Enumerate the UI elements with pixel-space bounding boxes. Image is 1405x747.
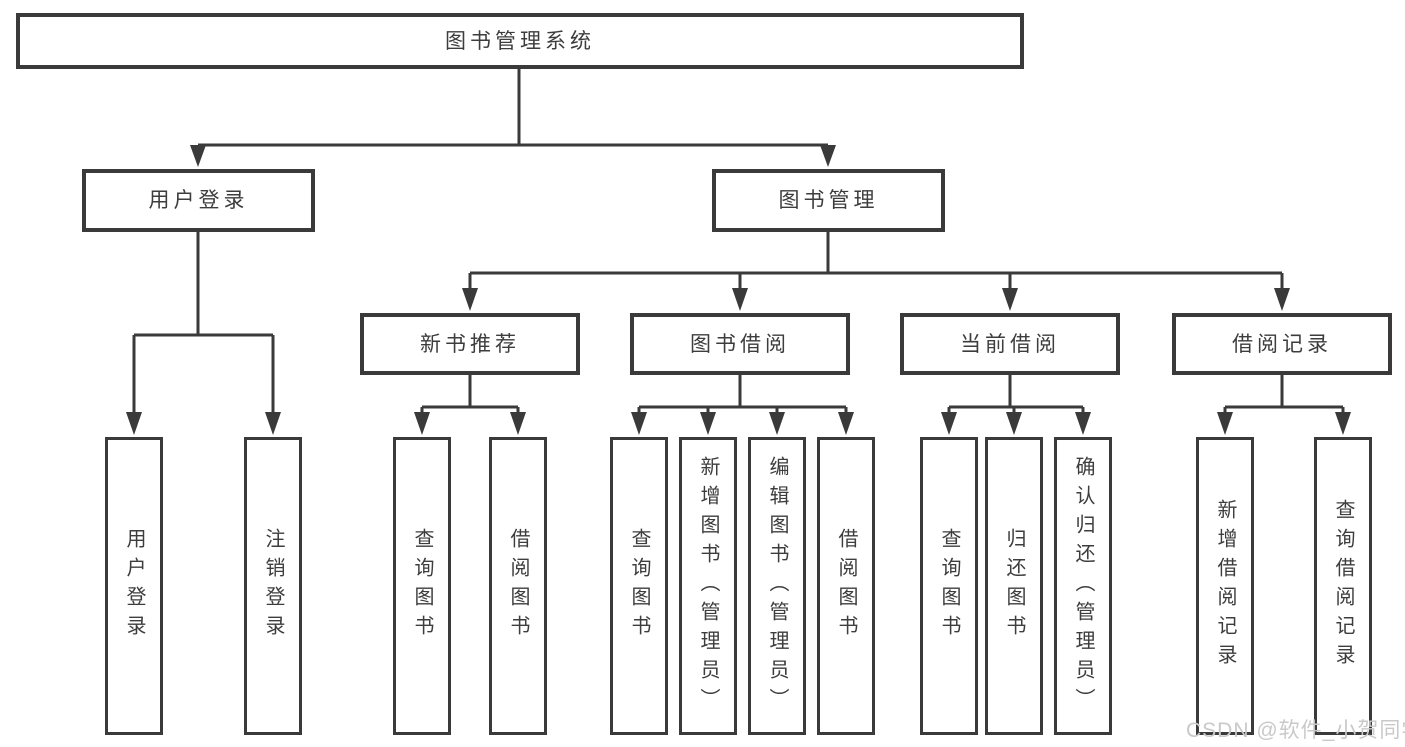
leaf-borrow-borrow-books-label: 借阅图书: [835, 528, 857, 644]
node-borrow-records: 借阅记录: [1172, 313, 1392, 375]
leaf-borrow-add-books-admin: 新增图书（管理员）: [679, 437, 737, 735]
leaf-newrec-query-books: 查询图书: [393, 437, 451, 735]
node-borrow-records-label: 借阅记录: [1232, 332, 1332, 356]
node-current-borrowing-label: 当前借阅: [960, 332, 1060, 356]
leaf-borrow-query-books-label: 查询图书: [628, 528, 650, 644]
node-new-book-recommend-label: 新书推荐: [420, 332, 520, 356]
leaf-borrow-edit-books-admin-label: 编辑图书（管理员）: [766, 455, 788, 717]
leaf-newrec-borrow-books: 借阅图书: [489, 437, 547, 735]
node-book-management-label: 图书管理: [778, 189, 879, 212]
leaf-records-query-record: 查询借阅记录: [1314, 437, 1372, 735]
leaf-current-query-books: 查询图书: [920, 437, 978, 735]
leaf-current-query-books-label: 查询图书: [938, 528, 960, 644]
node-book-management: 图书管理: [712, 169, 945, 232]
node-user-login-label: 用户登录: [148, 189, 249, 212]
leaf-borrow-add-books-admin-label: 新增图书（管理员）: [697, 455, 719, 717]
leaf-borrow-edit-books-admin: 编辑图书（管理员）: [748, 437, 806, 735]
leaf-records-add-record-label: 新增借阅记录: [1214, 499, 1236, 673]
node-root: 图书管理系统: [16, 13, 1024, 69]
node-new-book-recommend: 新书推荐: [360, 313, 580, 375]
leaf-borrow-borrow-books: 借阅图书: [817, 437, 875, 735]
leaf-records-query-record-label: 查询借阅记录: [1332, 499, 1354, 673]
leaf-logout: 注销登录: [244, 437, 302, 735]
leaf-current-return-books-label: 归还图书: [1003, 528, 1025, 644]
node-current-borrowing: 当前借阅: [900, 313, 1120, 375]
watermark-text: CSDN @软件_小贺同学: [1186, 719, 1405, 742]
node-root-label: 图书管理系统: [445, 29, 595, 53]
leaf-current-confirm-return-admin-label: 确认归还（管理员）: [1072, 455, 1094, 717]
leaf-user-login: 用户登录: [105, 437, 163, 735]
leaf-newrec-borrow-books-label: 借阅图书: [507, 528, 529, 644]
node-book-borrowing: 图书借阅: [630, 313, 850, 375]
leaf-newrec-query-books-label: 查询图书: [411, 528, 433, 644]
leaf-borrow-query-books: 查询图书: [610, 437, 668, 735]
leaf-current-confirm-return-admin: 确认归还（管理员）: [1054, 437, 1112, 735]
node-book-borrowing-label: 图书借阅: [690, 332, 790, 356]
leaf-user-login-label: 用户登录: [123, 528, 145, 644]
leaf-records-add-record: 新增借阅记录: [1196, 437, 1254, 735]
leaf-logout-label: 注销登录: [262, 528, 284, 644]
node-user-login: 用户登录: [82, 169, 315, 232]
leaf-current-return-books: 归还图书: [985, 437, 1043, 735]
